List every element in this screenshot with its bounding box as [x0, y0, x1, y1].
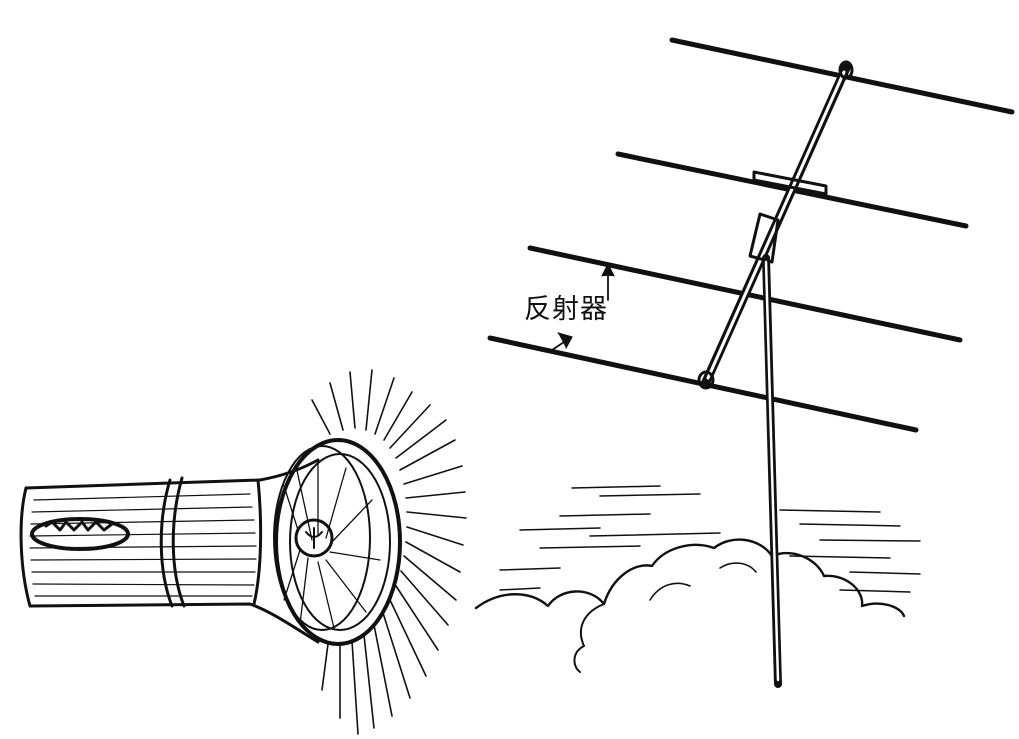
flashlight-drawing	[19, 369, 467, 735]
reflector-label: 反射器	[524, 294, 608, 325]
pointer-arrows	[551, 263, 615, 351]
antenna-drawing	[487, 37, 1015, 688]
light-rays	[311, 369, 467, 735]
cloud-drawing	[474, 485, 921, 673]
